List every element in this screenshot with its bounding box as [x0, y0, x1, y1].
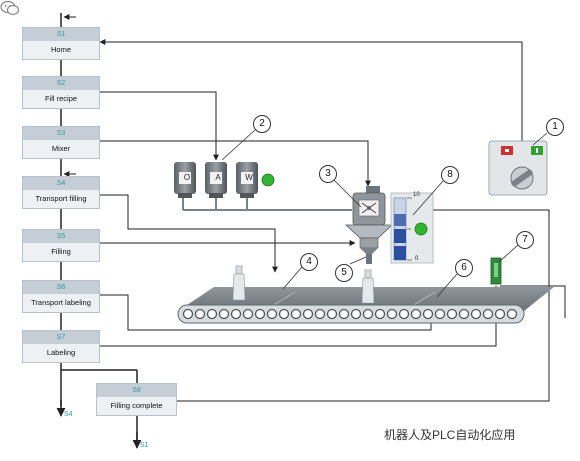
- step-name: Home: [50, 45, 71, 54]
- step-id: S6: [23, 281, 99, 294]
- step-name: Filling: [51, 247, 71, 256]
- jump-label-s1: S1: [140, 442, 149, 449]
- step-id: S5: [23, 230, 99, 243]
- step-id: S7: [23, 331, 99, 344]
- tank-label-o: O: [183, 173, 191, 182]
- callout-6: 6: [455, 259, 473, 277]
- signal-lines: [99, 39, 566, 402]
- step-id: S3: [23, 127, 99, 140]
- bottle-filled: [361, 269, 375, 304]
- step-id: S4: [23, 177, 99, 190]
- watermark-text: 机器人及PLC自动化应用: [384, 428, 516, 442]
- step-name: Mixer: [51, 144, 71, 153]
- callout-4: 4: [300, 253, 318, 271]
- chat-bubble-icon: [0, 0, 20, 16]
- selector-switch: [488, 140, 548, 196]
- tank-o: [174, 162, 196, 198]
- tank-indicator-light: [261, 173, 275, 187]
- filling-station: [344, 224, 394, 264]
- callout-7: 7: [516, 231, 534, 249]
- step-name: Filling complete: [110, 401, 163, 410]
- bottle-empty: [232, 265, 246, 301]
- mixer: [352, 186, 386, 226]
- tank-label-w: W: [245, 173, 253, 182]
- callout-3: 3: [319, 165, 337, 183]
- tank-label-a: A: [215, 173, 221, 182]
- jump-label-s4: S4: [64, 411, 73, 418]
- step-name: Fill recipe: [44, 94, 78, 103]
- step-name: Labeling: [46, 348, 76, 357]
- callout-2: 2: [253, 115, 271, 133]
- tank-w: [236, 162, 258, 198]
- step-id: S2: [23, 77, 99, 90]
- callout-leaders: [221, 129, 548, 298]
- level-gauge: [390, 192, 434, 264]
- callout-1: 1: [546, 118, 564, 136]
- callout-5: 5: [335, 264, 353, 282]
- step-id: S1: [23, 28, 99, 41]
- step-name: Transport labeling: [31, 298, 91, 307]
- ingredient-pipe: [182, 198, 352, 211]
- gauge-max-label: 10: [413, 192, 420, 198]
- step-id: S8: [97, 384, 176, 397]
- tank-a: [205, 162, 227, 198]
- labeling-sensor: [490, 257, 502, 285]
- callout-8: 8: [441, 166, 459, 184]
- sequence-connectors: [60, 13, 138, 440]
- step-name: Transport filling: [35, 194, 87, 203]
- gauge-min-label: 0: [415, 256, 419, 262]
- conveyor-rollers: [182, 308, 518, 320]
